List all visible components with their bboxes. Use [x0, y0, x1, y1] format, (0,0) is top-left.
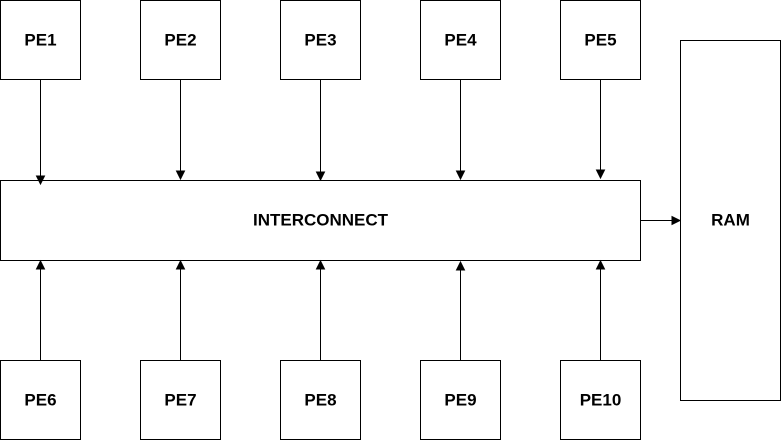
- pe-node-7: PE7: [140, 360, 221, 440]
- pe-node-6-label: PE6: [24, 391, 56, 410]
- pe-node-10: PE10: [560, 360, 641, 440]
- pe-node-4: PE4: [420, 0, 501, 80]
- pe-node-9: PE9: [420, 360, 501, 440]
- pe-node-3: PE3: [280, 0, 361, 80]
- arrow-pe7-to-interconnect: [175, 259, 186, 360]
- pe-node-9-label: PE9: [444, 391, 476, 410]
- pe-node-10-label: PE10: [580, 391, 622, 410]
- arrow-interconnect-to-ram: [640, 215, 682, 226]
- arrow-pe8-to-interconnect: [315, 259, 326, 360]
- pe-node-7-label: PE7: [164, 391, 196, 410]
- arrow-pe6-to-interconnect: [35, 259, 46, 360]
- arrow-pe1-to-interconnect: [35, 80, 46, 186]
- arrow-pe4-to-interconnect: [455, 80, 466, 181]
- pe-node-8: PE8: [280, 360, 361, 440]
- pe-node-4-label: PE4: [444, 31, 477, 50]
- arrow-pe5-to-interconnect: [595, 80, 606, 180]
- pe-node-3-label: PE3: [304, 31, 336, 50]
- pe-node-1: PE1: [0, 0, 81, 80]
- interconnect-label: INTERCONNECT: [253, 211, 389, 230]
- pe-node-2: PE2: [140, 0, 221, 80]
- ram-label: RAM: [711, 211, 750, 230]
- pe-node-6: PE6: [0, 360, 81, 440]
- arrow-pe10-to-interconnect: [595, 259, 606, 360]
- arrow-pe2-to-interconnect: [175, 80, 186, 181]
- pe-node-8-label: PE8: [304, 391, 336, 410]
- ram-box: RAM: [680, 40, 781, 401]
- pe-node-5: PE5: [560, 0, 641, 80]
- pe-node-2-label: PE2: [164, 31, 196, 50]
- interconnect-box: INTERCONNECT: [0, 180, 641, 261]
- pe-node-5-label: PE5: [584, 31, 616, 50]
- arrow-pe3-to-interconnect: [315, 80, 326, 182]
- pe-node-1-label: PE1: [24, 31, 56, 50]
- arrow-pe9-to-interconnect: [455, 260, 466, 360]
